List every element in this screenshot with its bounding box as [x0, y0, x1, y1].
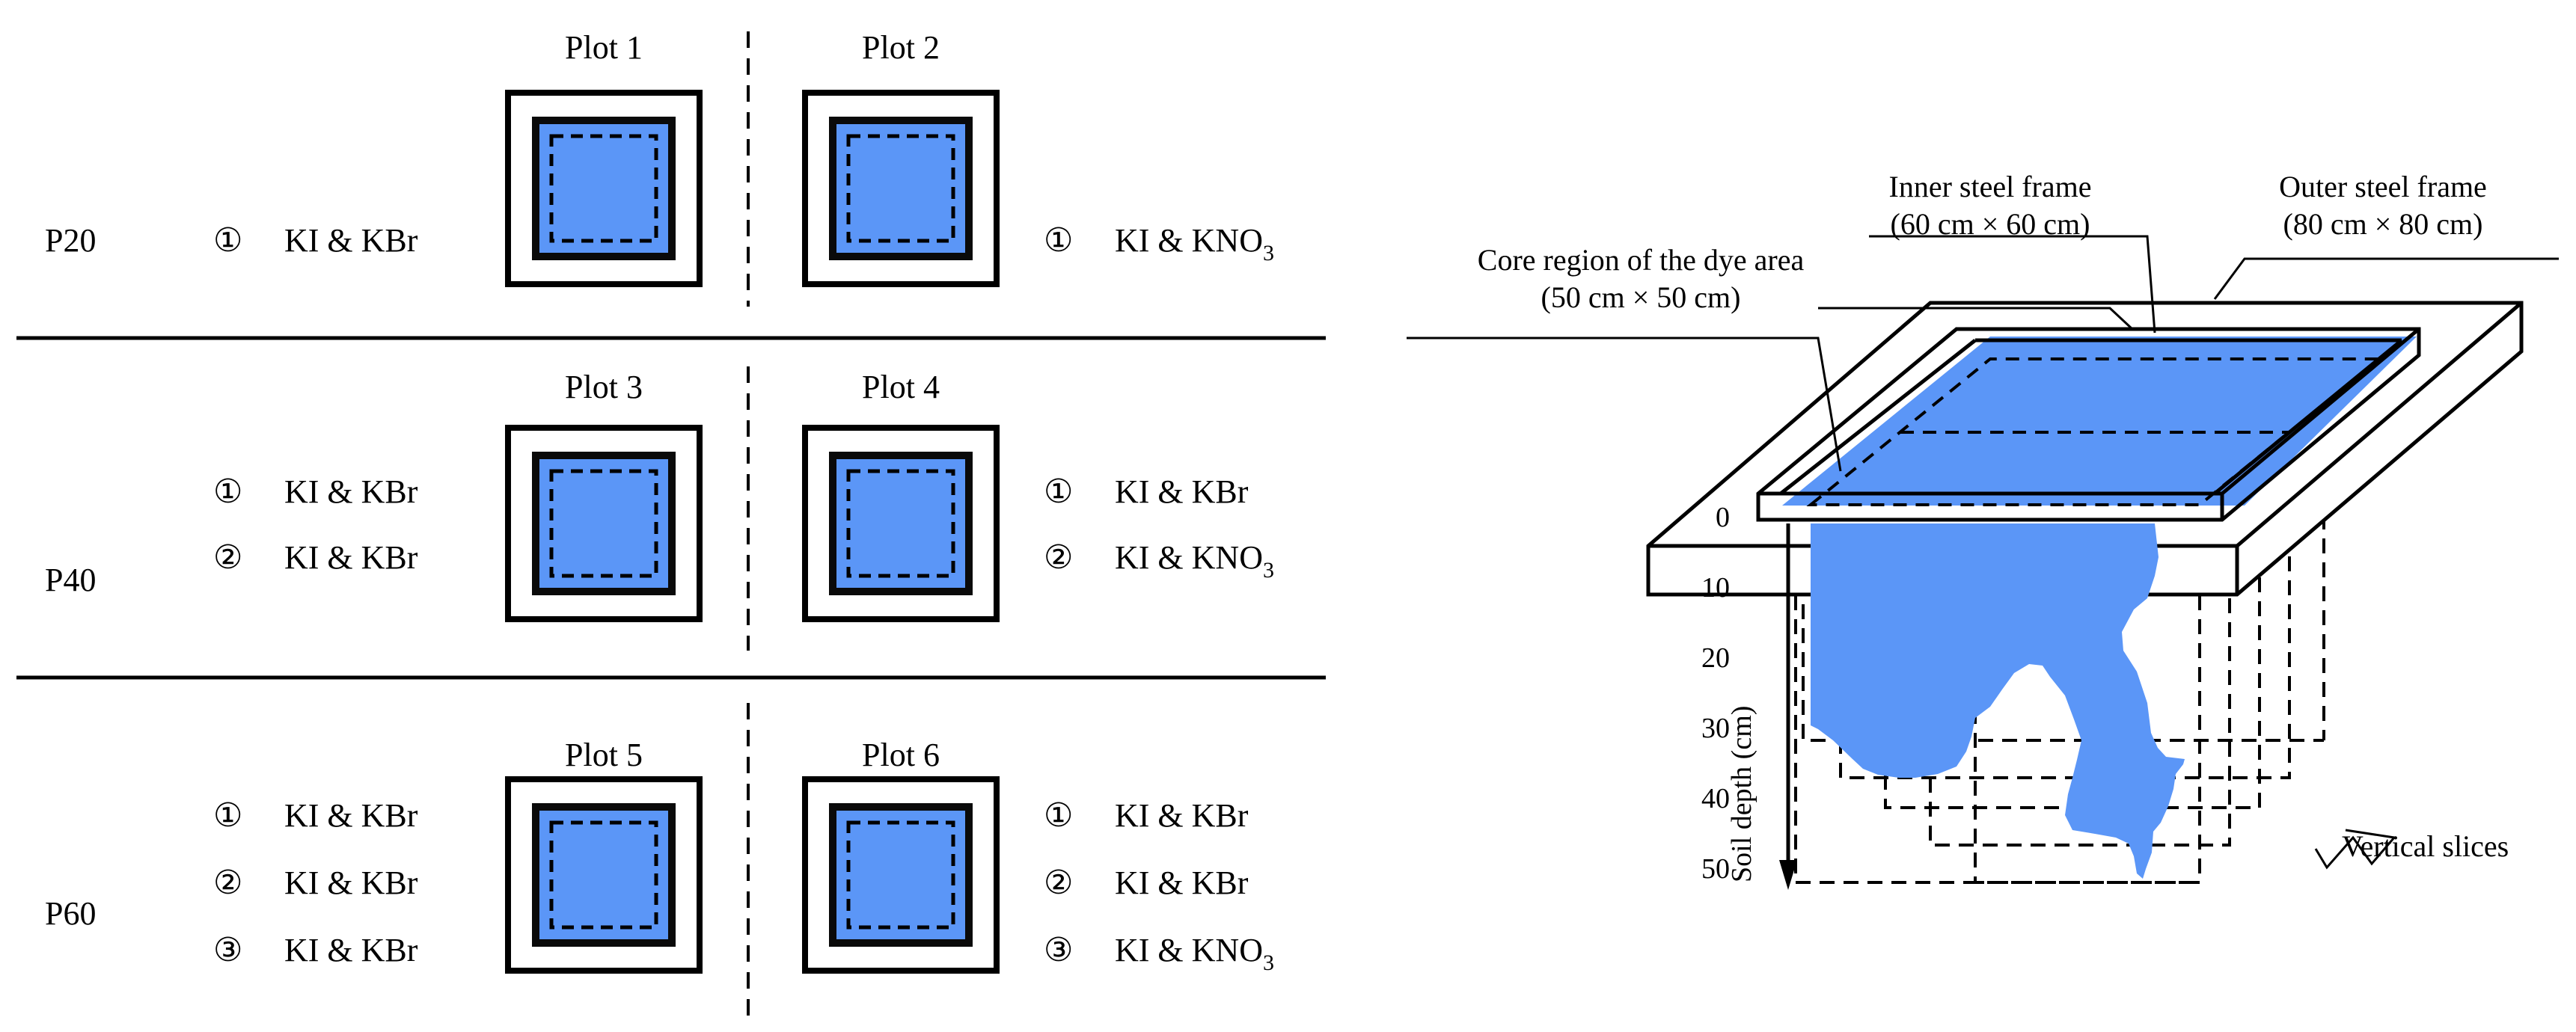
frame-diagram: Soil depth (cm) 0 10 20 30 40 50 Inner steel …: [1407, 170, 2559, 890]
treatment-marker: ①: [213, 797, 242, 834]
depth-tick-label: 50: [1701, 853, 1730, 885]
depth-axis: Soil depth (cm): [1726, 523, 1797, 890]
treatment-text: KI & KBr: [284, 932, 418, 968]
vertical-slices-label: Vertical slices: [2342, 829, 2509, 863]
core-region: [846, 469, 955, 578]
leader-lines: [1407, 235, 2559, 870]
core-region-label: Core region of the dye area: [1478, 243, 1805, 277]
treatment-marker: ②: [213, 539, 242, 576]
depth-ticks: 0 10 20 30 40 50: [1701, 502, 1730, 885]
treatment-marker: ③: [1044, 932, 1073, 968]
plot-squares: [505, 90, 1000, 974]
dye-area: [539, 124, 668, 253]
plot-square: [802, 90, 1000, 287]
plot-square: [505, 776, 703, 974]
inner-frame-size: (60 cm × 60 cm): [1891, 207, 2090, 241]
depth-tick-label: 0: [1716, 502, 1730, 533]
plot-title: Plot 6: [862, 737, 940, 773]
outer-frame-label: Outer steel frame: [2279, 170, 2487, 203]
plot-layout-panel: P20 P40 P60 Plot 1 Plot 2 Plot 3 Plot 4 …: [16, 29, 1326, 1025]
treatment-marker: ①: [213, 473, 242, 510]
plot-square: [802, 425, 1000, 622]
treatment-marker: ①: [1044, 473, 1073, 510]
plot-square: [802, 776, 1000, 974]
treatment-text: KI & KBr: [1115, 473, 1249, 510]
treatment-text: KI & KBr: [284, 222, 418, 259]
treatment-marker: ②: [1044, 539, 1073, 576]
treatment-text: KI & KBr: [284, 797, 418, 834]
plot-square: [505, 90, 703, 287]
treatment-text: KI & KBr: [284, 864, 418, 901]
dye-area: [539, 459, 668, 588]
treatment-text: KI & KBr: [284, 473, 418, 510]
plot-title: Plot 2: [862, 29, 940, 66]
depth-tick-label: 30: [1701, 713, 1730, 744]
treatment-text: KI & KNO3: [1115, 932, 1274, 975]
treatment-text: KI & KNO3: [1115, 222, 1274, 265]
treatment-text: KI & KBr: [1115, 864, 1249, 901]
group-label-p40: P40: [45, 562, 96, 598]
treatment-marker: ③: [213, 932, 242, 968]
axis-arrow-icon: [1779, 860, 1797, 890]
treatment-marker: ②: [1044, 864, 1073, 901]
plot-title: Plot 3: [565, 369, 643, 405]
dye-area: [836, 124, 965, 253]
core-region: [549, 134, 658, 243]
plot-title: Plot 5: [565, 737, 643, 773]
treatment-marker: ①: [1044, 797, 1073, 834]
dye-plume: [1811, 523, 2185, 879]
treatment-marker: ①: [1044, 222, 1073, 259]
depth-tick-label: 20: [1701, 642, 1730, 674]
core-region: [846, 820, 955, 930]
dye-area: [836, 811, 965, 939]
dye-area: [539, 811, 668, 939]
core-region: [846, 134, 955, 243]
core-region: [549, 820, 658, 930]
depth-tick-label: 10: [1701, 572, 1730, 603]
outer-frame-size: (80 cm × 80 cm): [2283, 207, 2483, 241]
treatment-text: KI & KBr: [1115, 797, 1249, 834]
group-label-p60: P60: [45, 895, 96, 932]
axis-label: Soil depth (cm): [1726, 706, 1757, 882]
treatment-marker: ②: [213, 864, 242, 901]
plot-title: Plot 4: [862, 369, 940, 405]
group-label-p20: P20: [45, 222, 96, 259]
plot-title: Plot 1: [565, 29, 643, 66]
treatment-text: KI & KBr: [284, 539, 418, 576]
dye-area: [836, 459, 965, 588]
treatment-text: KI & KNO3: [1115, 539, 1274, 583]
depth-tick-label: 40: [1701, 783, 1730, 814]
inner-frame-label: Inner steel frame: [1889, 170, 2092, 203]
plot-square: [505, 425, 703, 622]
core-region-outline: [1806, 357, 2384, 506]
treatment-marker: ①: [213, 222, 242, 259]
core-region: [549, 469, 658, 578]
core-region-size: (50 cm × 50 cm): [1541, 280, 1741, 314]
